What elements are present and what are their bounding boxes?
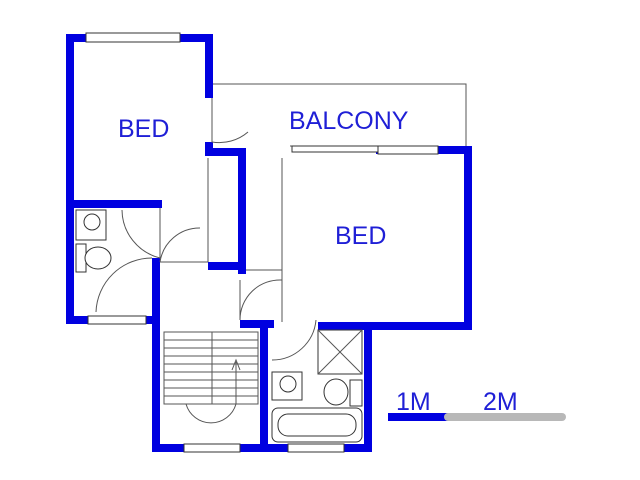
- toilet-right-cistern: [349, 379, 363, 407]
- room-label-balcony: BALCONY: [289, 107, 409, 135]
- scale-bar-segment-2: [444, 413, 566, 421]
- window-bath-left: [87, 315, 147, 325]
- window-stair: [183, 443, 241, 453]
- scale-label-2m: 2M: [483, 388, 518, 416]
- toilet-right-bowl: [323, 378, 349, 406]
- window-top-left: [85, 32, 181, 43]
- window-bed-right: [377, 145, 439, 155]
- room-label-bed-1: BED: [118, 115, 169, 143]
- window-bath-right: [287, 443, 345, 453]
- room-label-bed-2: BED: [335, 222, 386, 250]
- passage-outline: [160, 158, 283, 322]
- staircase: [163, 331, 259, 424]
- scale-bar-segment-1: [388, 413, 448, 421]
- toilet-left-bowl: [84, 246, 112, 270]
- bathroom-fixtures: [75, 209, 363, 443]
- scale-label-1m: 1M: [396, 388, 431, 416]
- door-swings: [95, 98, 317, 361]
- windows: [85, 32, 439, 453]
- scale-bar: 1M 2M: [388, 388, 566, 421]
- window-balcony-door: [291, 145, 379, 153]
